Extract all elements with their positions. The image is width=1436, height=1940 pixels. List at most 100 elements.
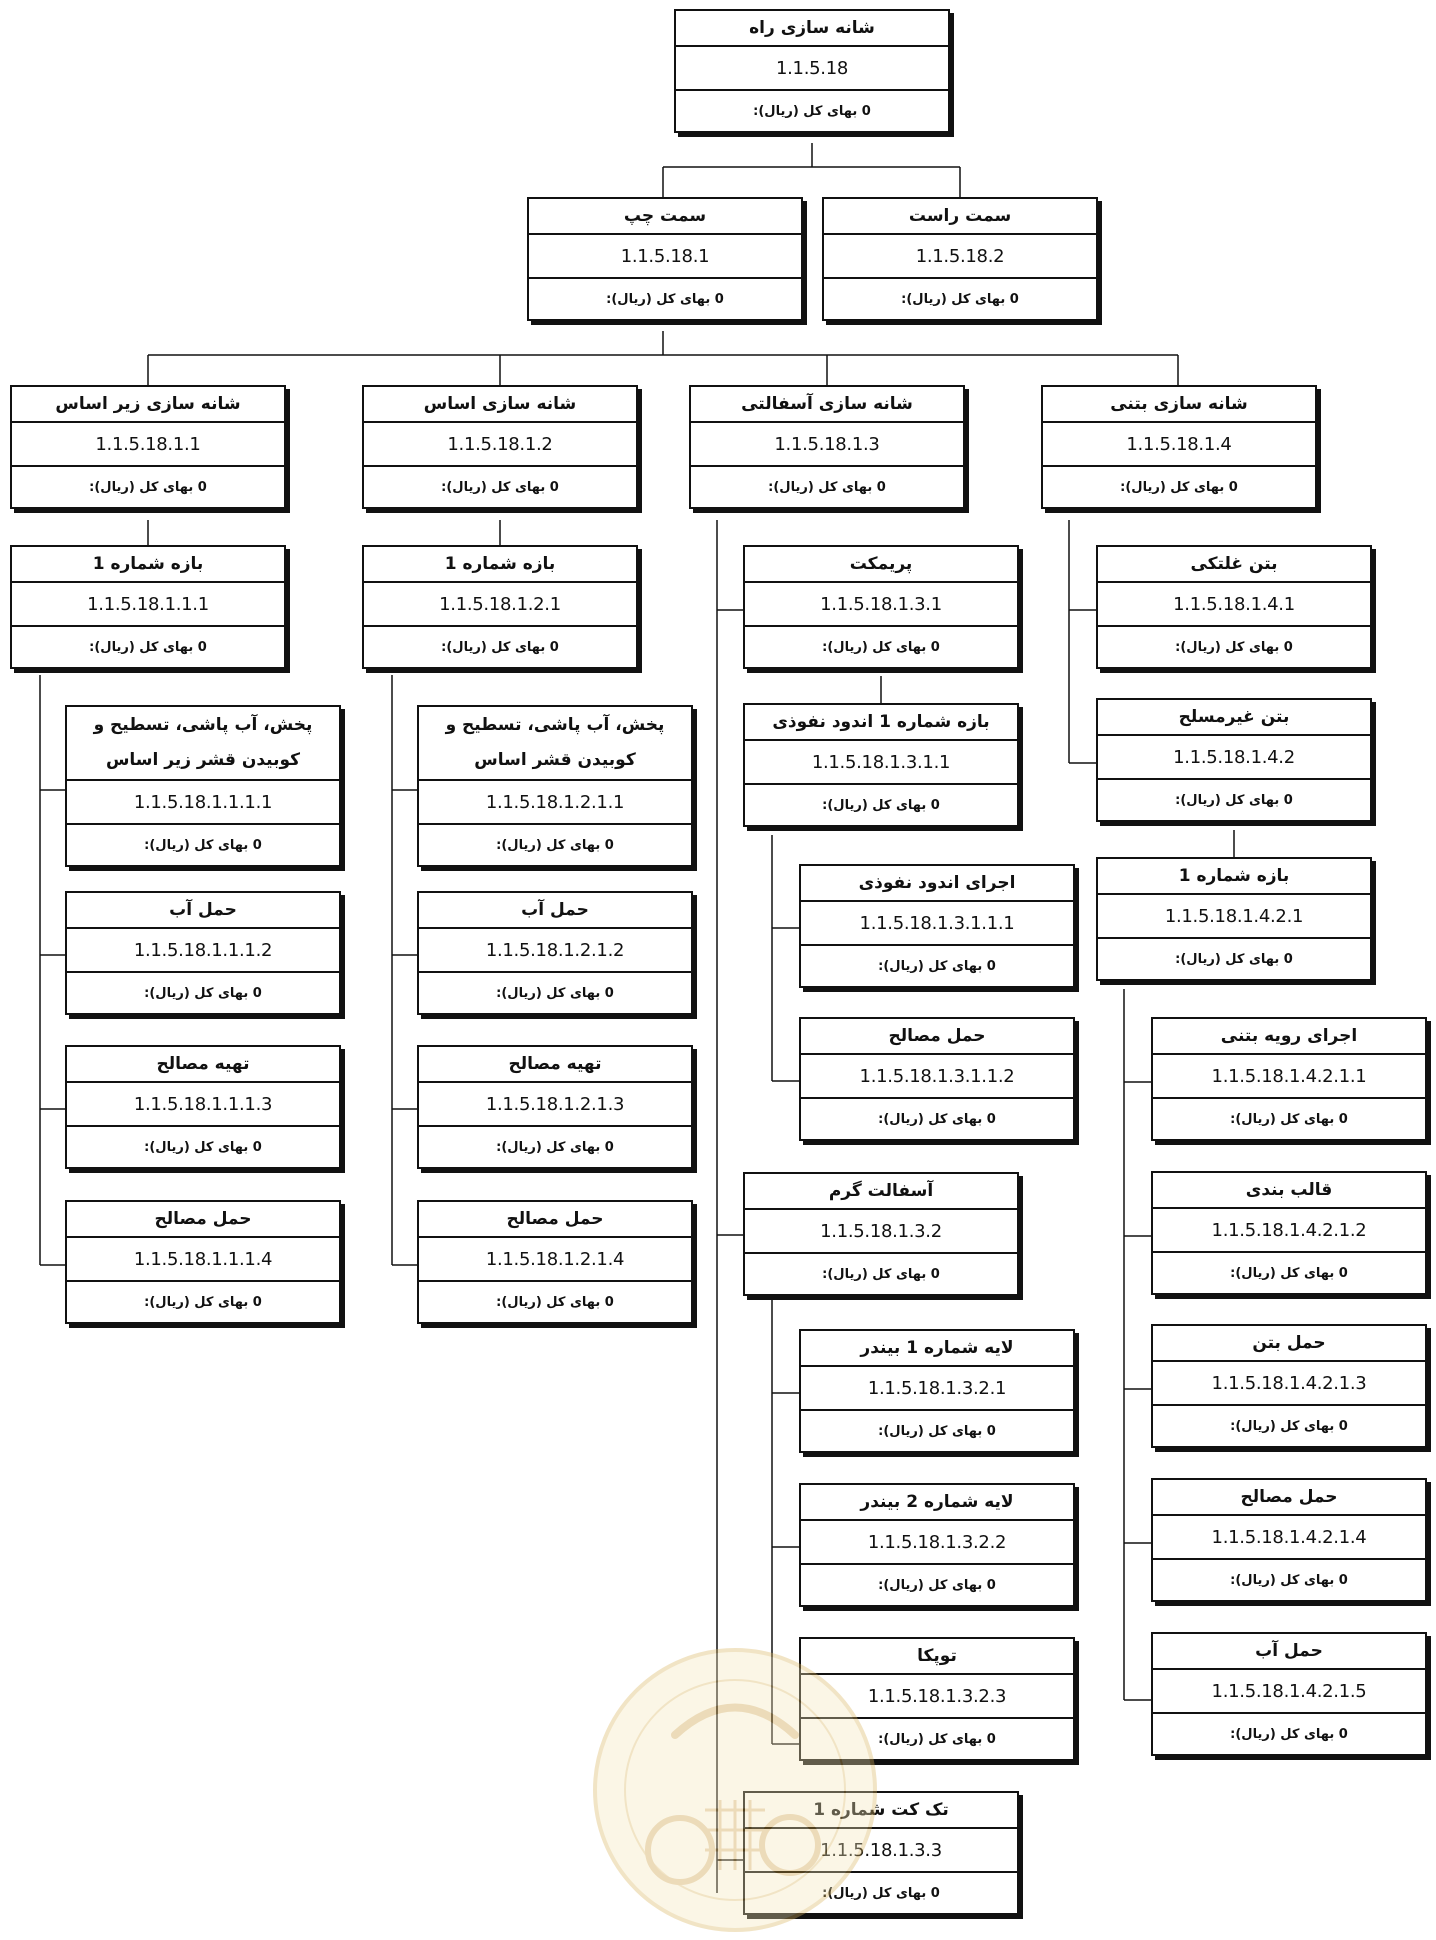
wbs-node-plain-concrete[interactable]: بتن غیرمسلح 1.1.5.18.1.4.2 بهای کل (ریال… [1096, 698, 1372, 822]
node-cost: بهای کل (ریال): 0 [606, 291, 724, 307]
wbs-node-concrete-shoulder[interactable]: شانه سازی بتنی 1.1.5.18.1.4 بهای کل (ریا… [1041, 385, 1317, 509]
node-title: اجرای اندود نفوذی [801, 866, 1073, 902]
node-cost: بهای کل (ریال): 0 [901, 291, 1019, 307]
wbs-node-base-material-haul[interactable]: حمل مصالح 1.1.5.18.1.2.1.4 بهای کل (ریال… [417, 1200, 693, 1324]
connector-left-side [147, 331, 1179, 385]
node-cost: بهای کل (ریال): 0 [144, 1294, 262, 1310]
node-cost: بهای کل (ریال): 0 [1120, 479, 1238, 495]
wbs-node-subbase-water-haul[interactable]: حمل آب 1.1.5.18.1.1.1.2 بهای کل (ریال): … [65, 891, 341, 1015]
wbs-node-primecoat[interactable]: پریمکت 1.1.5.18.1.3.1 بهای کل (ریال): 0 [743, 545, 1019, 669]
node-cost: بهای کل (ریال): 0 [1230, 1572, 1348, 1588]
node-code: 1.1.5.18.1.4.1 [1098, 583, 1370, 627]
node-code: 1.1.5.18.1.4 [1043, 423, 1315, 467]
wbs-node-base-water-haul[interactable]: حمل آب 1.1.5.18.1.2.1.2 بهای کل (ریال): … [417, 891, 693, 1015]
node-cost: بهای کل (ریال): 0 [441, 479, 559, 495]
node-title: شانه سازی اساس [364, 387, 636, 423]
wbs-node-hot-asphalt[interactable]: آسفالت گرم 1.1.5.18.1.3.2 بهای کل (ریال)… [743, 1172, 1019, 1296]
node-cost: بهای کل (ریال): 0 [878, 1423, 996, 1439]
node-title: پریمکت [745, 547, 1017, 583]
node-title: تک کت شماره 1 [745, 1793, 1017, 1829]
node-code: 1.1.5.18.1.2.1.2 [419, 929, 691, 973]
node-cost: بهای کل (ریال): 0 [144, 837, 262, 853]
connector-hot-asphalt [771, 1300, 799, 1745]
node-code: 1.1.5.18.1.1.1 [12, 583, 284, 627]
wbs-node-subbase-material-haul[interactable]: حمل مصالح 1.1.5.18.1.1.1.4 بهای کل (ریال… [65, 1200, 341, 1324]
wbs-node-primecoat-section-1[interactable]: بازه شماره 1 اندود نفوذی 1.1.5.18.1.3.1.… [743, 703, 1019, 827]
node-code: 1.1.5.18.1.4.2.1.1 [1153, 1055, 1425, 1099]
node-title: حمل آب [419, 893, 691, 929]
node-cost: بهای کل (ریال): 0 [144, 985, 262, 1001]
wbs-node-primecoat-apply[interactable]: اجرای اندود نفوذی 1.1.5.18.1.3.1.1.1 بها… [799, 864, 1075, 988]
node-code: 1.1.5.18.2 [824, 235, 1096, 279]
node-cost: بهای کل (ریال): 0 [89, 639, 207, 655]
node-title: بازه شماره 1 اندود نفوذی [745, 705, 1017, 741]
wbs-node-binder-layer-2[interactable]: لایه شماره 2 بیندر 1.1.5.18.1.3.2.2 بهای… [799, 1483, 1075, 1607]
node-title: حمل آب [67, 893, 339, 929]
node-cost: بهای کل (ریال): 0 [1175, 951, 1293, 967]
wbs-node-topeka[interactable]: توپکا 1.1.5.18.1.3.2.3 بهای کل (ریال): 0 [799, 1637, 1075, 1761]
wbs-node-plain-concrete-section-1[interactable]: بازه شماره 1 1.1.5.18.1.4.2.1 بهای کل (ر… [1096, 857, 1372, 981]
connector-concrete [1068, 520, 1096, 764]
wbs-node-base-spread-compact[interactable]: پخش، آب پاشی، تسطیح و کوبیدن قشر اساس 1.… [417, 705, 693, 867]
node-cost: بهای کل (ریال): 0 [878, 1111, 996, 1127]
node-cost: بهای کل (ریال): 0 [89, 479, 207, 495]
node-code: 1.1.5.18.1.2.1.1 [419, 781, 691, 825]
node-title: تهیه مصالح [67, 1047, 339, 1083]
wbs-node-concrete-material-haul[interactable]: حمل مصالح 1.1.5.18.1.4.2.1.4 بهای کل (ری… [1151, 1478, 1427, 1602]
node-cost: بهای کل (ریال): 0 [878, 958, 996, 974]
node-title: سمت چپ [529, 199, 801, 235]
node-code: 1.1.5.18.1.3.2 [745, 1210, 1017, 1254]
node-cost: بهای کل (ریال): 0 [144, 1139, 262, 1155]
wbs-node-subbase-shoulder[interactable]: شانه سازی زیر اساس 1.1.5.18.1.1 بهای کل … [10, 385, 286, 509]
node-title: بتن غیرمسلح [1098, 700, 1370, 736]
node-cost: بهای کل (ریال): 0 [822, 639, 940, 655]
wbs-node-subbase-section-1[interactable]: بازه شماره 1 1.1.5.18.1.1.1 بهای کل (ریا… [10, 545, 286, 669]
node-code: 1.1.5.18.1.2.1.3 [419, 1083, 691, 1127]
node-code: 1.1.5.18 [676, 47, 948, 91]
node-title: لایه شماره 1 بیندر [801, 1331, 1073, 1367]
wbs-node-road-shoulder[interactable]: شانه سازی راه 1.1.5.18 بهای کل (ریال): 0 [674, 9, 950, 133]
wbs-node-subbase-material-supply[interactable]: تهیه مصالح 1.1.5.18.1.1.1.3 بهای کل (ریا… [65, 1045, 341, 1169]
wbs-node-formwork[interactable]: قالب بندی 1.1.5.18.1.4.2.1.2 بهای کل (ری… [1151, 1171, 1427, 1295]
node-code: 1.1.5.18.1.4.2.1.3 [1153, 1362, 1425, 1406]
wbs-node-primecoat-material-haul[interactable]: حمل مصالح 1.1.5.18.1.3.1.1.2 بهای کل (ری… [799, 1017, 1075, 1141]
node-title: حمل مصالح [1153, 1480, 1425, 1516]
node-title: حمل بتن [1153, 1326, 1425, 1362]
node-title: سمت راست [824, 199, 1096, 235]
connector-subbase [39, 520, 149, 1266]
wbs-node-base-material-supply[interactable]: تهیه مصالح 1.1.5.18.1.2.1.3 بهای کل (ریا… [417, 1045, 693, 1169]
wbs-node-subbase-spread-compact[interactable]: پخش، آب پاشی، تسطیح و کوبیدن قشر زیر اسا… [65, 705, 341, 867]
connector-primecoat [771, 676, 882, 1082]
node-cost: بهای کل (ریال): 0 [1230, 1265, 1348, 1281]
wbs-node-roller-compacted-concrete[interactable]: بتن غلتکی 1.1.5.18.1.4.1 بهای کل (ریال):… [1096, 545, 1372, 669]
node-code: 1.1.5.18.1.1.1.2 [67, 929, 339, 973]
wbs-node-tack-coat-1[interactable]: تک کت شماره 1 1.1.5.18.1.3.3 بهای کل (ری… [743, 1791, 1019, 1915]
node-code: 1.1.5.18.1.3.3 [745, 1829, 1017, 1873]
node-title: حمل مصالح [419, 1202, 691, 1238]
node-title: حمل مصالح [801, 1019, 1073, 1055]
wbs-node-concrete-pavement[interactable]: اجرای رویه بتنی 1.1.5.18.1.4.2.1.1 بهای … [1151, 1017, 1427, 1141]
node-cost: بهای کل (ریال): 0 [822, 1266, 940, 1282]
node-code: 1.1.5.18.1 [529, 235, 801, 279]
wbs-node-base-section-1[interactable]: بازه شماره 1 1.1.5.18.1.2.1 بهای کل (ریا… [362, 545, 638, 669]
wbs-node-binder-layer-1[interactable]: لایه شماره 1 بیندر 1.1.5.18.1.3.2.1 بهای… [799, 1329, 1075, 1453]
node-title: حمل آب [1153, 1634, 1425, 1670]
wbs-node-right-side[interactable]: سمت راست 1.1.5.18.2 بهای کل (ریال): 0 [822, 197, 1098, 321]
node-cost: بهای کل (ریال): 0 [1230, 1111, 1348, 1127]
wbs-node-asphalt-shoulder[interactable]: شانه سازی آسفالتی 1.1.5.18.1.3 بهای کل (… [689, 385, 965, 509]
node-code: 1.1.5.18.1.4.2.1.4 [1153, 1516, 1425, 1560]
node-cost: بهای کل (ریال): 0 [878, 1731, 996, 1747]
wbs-node-concrete-haul[interactable]: حمل بتن 1.1.5.18.1.4.2.1.3 بهای کل (ریال… [1151, 1324, 1427, 1448]
wbs-node-left-side[interactable]: سمت چپ 1.1.5.18.1 بهای کل (ریال): 0 [527, 197, 803, 321]
node-code: 1.1.5.18.1.3.1.1 [745, 741, 1017, 785]
node-code: 1.1.5.18.1.3.2.2 [801, 1521, 1073, 1565]
wbs-node-concrete-water-haul[interactable]: حمل آب 1.1.5.18.1.4.2.1.5 بهای کل (ریال)… [1151, 1632, 1427, 1756]
node-title: آسفالت گرم [745, 1174, 1017, 1210]
node-code: 1.1.5.18.1.2.1.4 [419, 1238, 691, 1282]
connector-root [662, 143, 961, 197]
wbs-node-base-shoulder[interactable]: شانه سازی اساس 1.1.5.18.1.2 بهای کل (ریا… [362, 385, 638, 509]
node-code: 1.1.5.18.1.4.2.1.2 [1153, 1209, 1425, 1253]
node-title: توپکا [801, 1639, 1073, 1675]
